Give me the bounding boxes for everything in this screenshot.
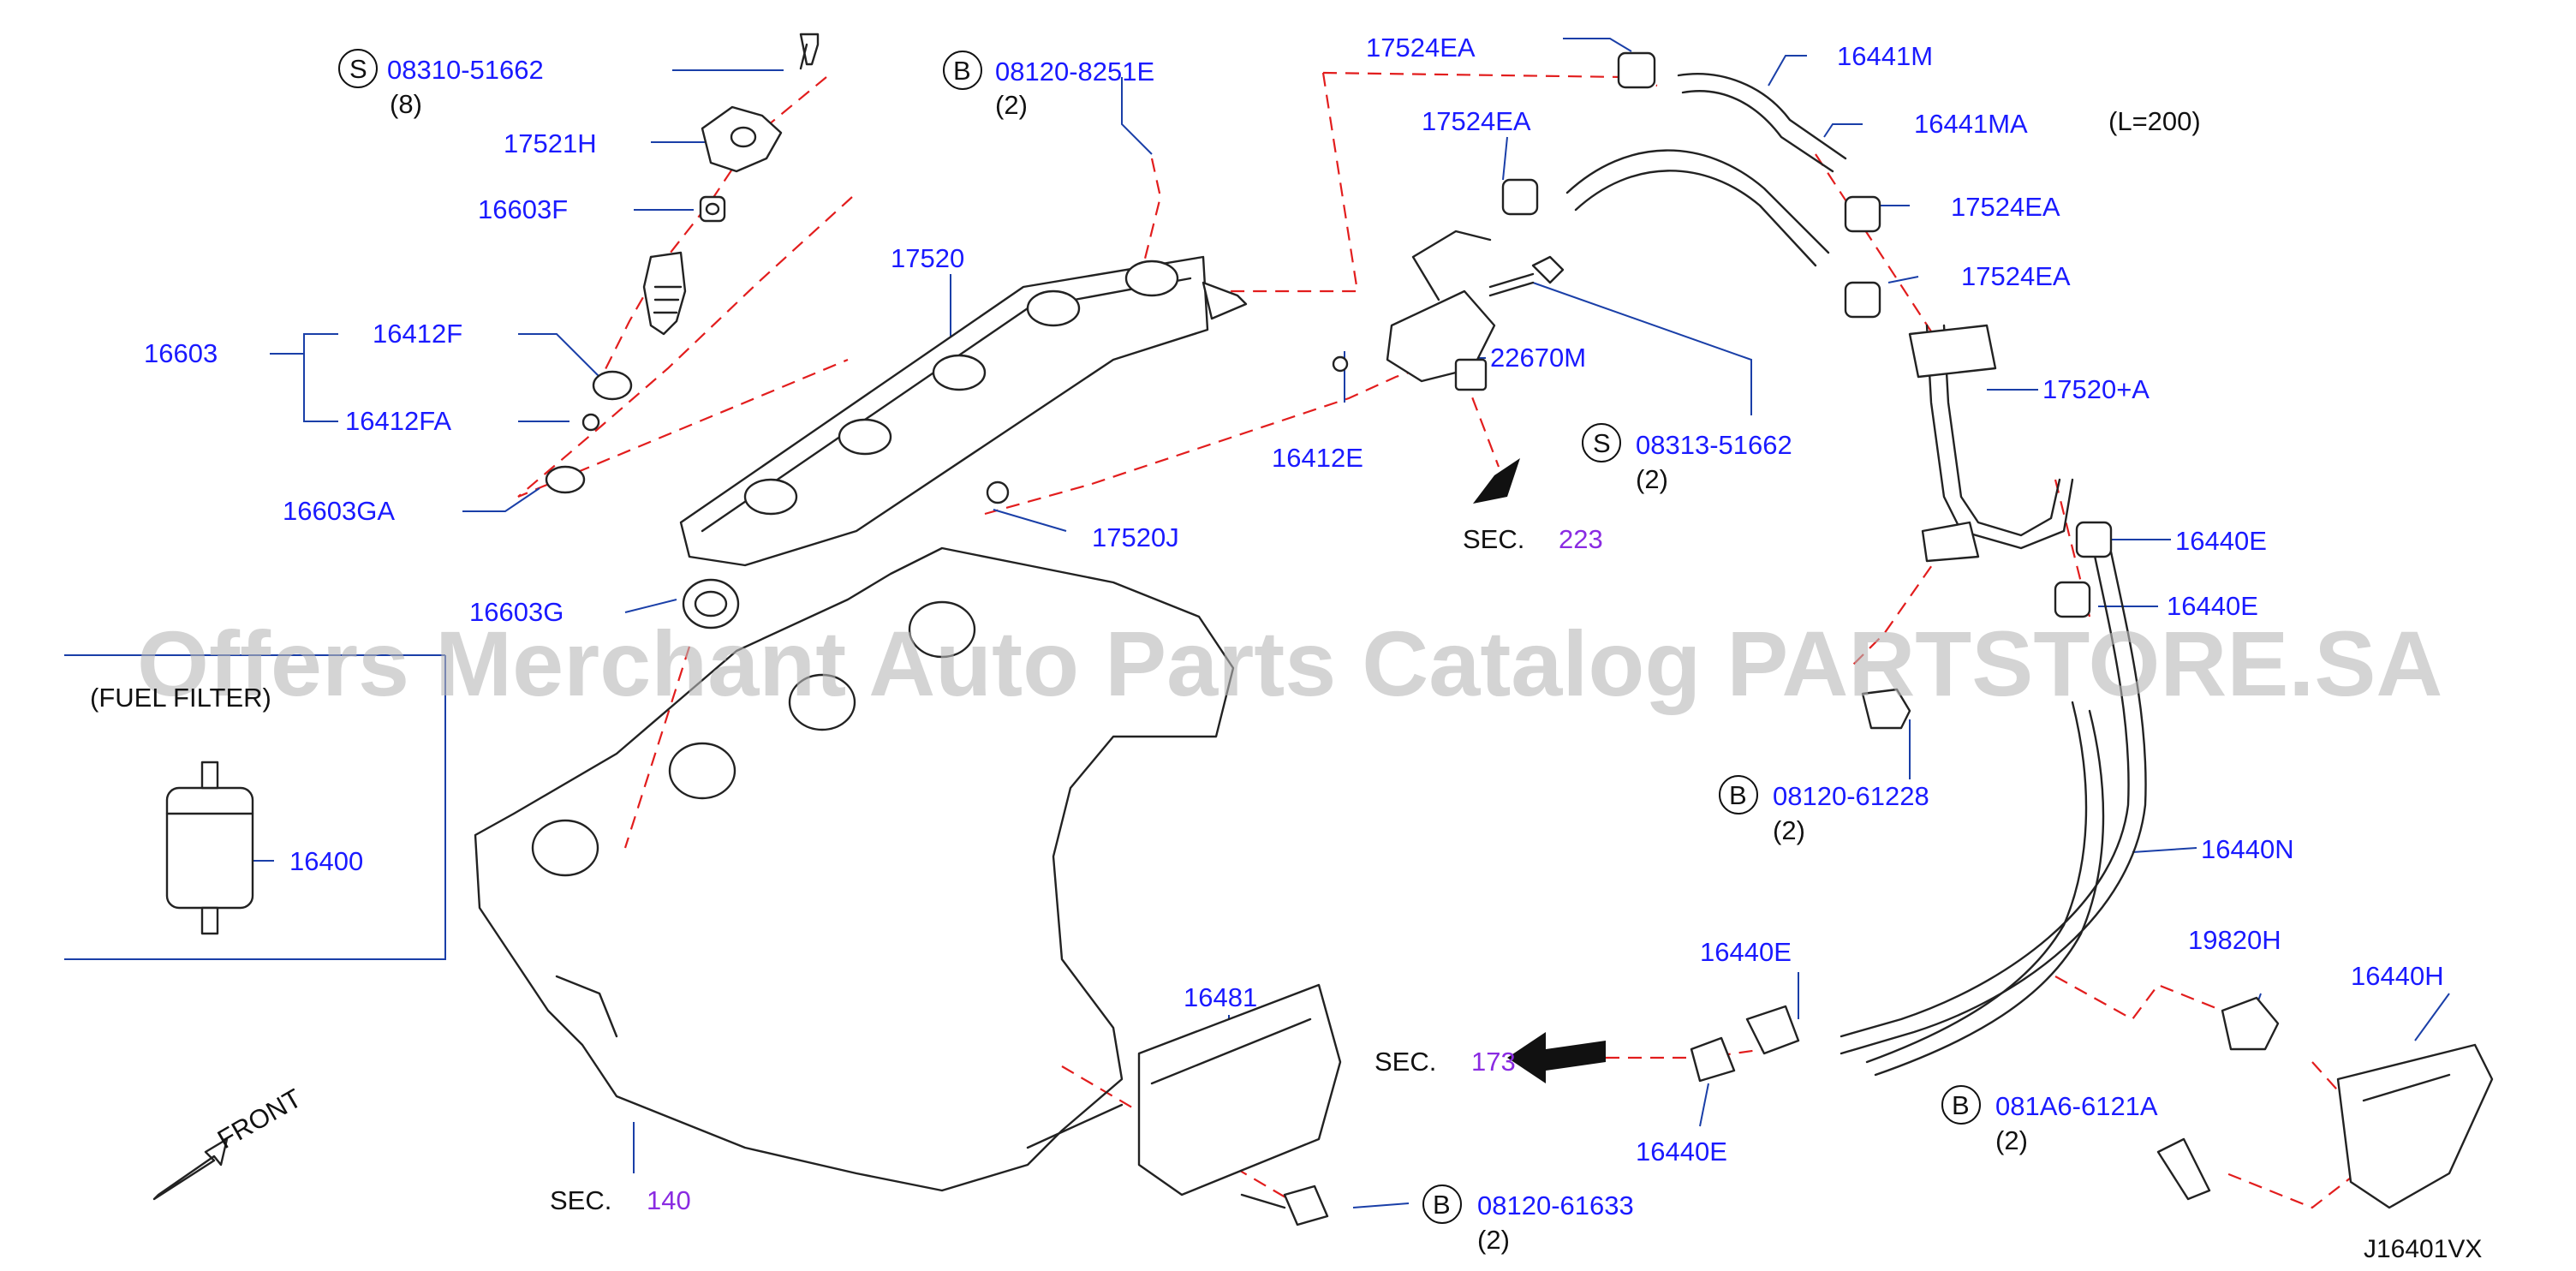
part-label-16441m: 16441M (1837, 41, 1933, 71)
s-bolt-mark-1 (338, 49, 378, 88)
sec-223-word: SEC. (1463, 524, 1524, 554)
qty-081a6: (2) (1995, 1125, 2028, 1155)
part-label-17520: 17520 (891, 243, 964, 273)
s-bolt-mark-2 (1582, 423, 1621, 462)
sec-140-word: SEC. (550, 1185, 611, 1215)
qty-08120-8251e: (2) (995, 90, 1028, 120)
b-bolt-letter-4: B (1433, 1190, 1451, 1220)
b-bolt-mark-1 (943, 51, 982, 90)
diagram-code: J16401VX (2364, 1235, 2482, 1263)
fuel-rail (679, 255, 1248, 567)
part-label-08313-51662: 08313-51662 (1636, 430, 1792, 460)
fuel-hoses (1501, 51, 1881, 319)
b-bolt-mark-2 (1719, 775, 1758, 815)
part-label-16440e-4: 16440E (1636, 1137, 1727, 1167)
pressure-regulator (1332, 230, 1565, 391)
b-bolt-letter-2: B (1729, 780, 1747, 810)
part-label-16481: 16481 (1184, 982, 1257, 1012)
part-label-16441ma: 16441MA (1914, 109, 2028, 139)
part-label-08120-8251e: 08120-8251E (995, 57, 1154, 87)
part-label-16440h: 16440H (2351, 961, 2444, 991)
fuel-filter (165, 761, 254, 935)
s-bolt-letter-1: S (349, 54, 367, 84)
part-label-16412fa: 16412FA (345, 406, 451, 436)
b-bolt-mark-3 (1941, 1085, 1981, 1125)
part-label-16400: 16400 (289, 846, 363, 876)
sec-223-number: 223 (1559, 524, 1603, 554)
part-label-08310-51662: 08310-51662 (387, 55, 544, 85)
part-label-16440e-2: 16440E (2167, 591, 2258, 621)
fuel-filter-caption: (FUEL FILTER) (90, 683, 271, 713)
part-label-16603ga: 16603GA (283, 496, 395, 526)
watermark-text: Offers Merchant Auto Parts Catalog PARTS… (137, 612, 2442, 715)
part-label-08120-61633: 08120-61633 (1477, 1190, 1634, 1220)
part-label-16440n: 16440N (2201, 834, 2294, 864)
part-label-22670m: 22670M (1490, 343, 1586, 373)
part-label-19820h: 19820H (2188, 925, 2281, 955)
b-bolt-letter-3: B (1952, 1090, 1970, 1120)
part-label-081a6-6121a: 081A6-6121A (1995, 1091, 2158, 1121)
part-label-17524ea-4: 17524EA (1961, 261, 2071, 291)
part-labels: S 08310-51662 (8) 17521H 16603F 16603 16… (90, 33, 2482, 1263)
length-note: (L=200) (2108, 106, 2201, 136)
part-label-16603f: 16603F (478, 194, 568, 224)
part-label-16440e-3: 16440E (1700, 937, 1792, 967)
sec-173-number: 173 (1471, 1047, 1516, 1077)
part-label-17524ea-3: 17524EA (1951, 192, 2060, 222)
qty-08313: (2) (1636, 464, 1668, 494)
part-label-16603g: 16603G (469, 597, 564, 627)
front-label: FRONT (212, 1083, 307, 1155)
part-label-16440e-1: 16440E (2175, 526, 2267, 556)
fuel-tube-assembly (1690, 324, 2147, 1083)
part-label-16412f: 16412F (373, 319, 462, 349)
brackets-and-bolts (1137, 688, 2494, 1226)
b-bolt-mark-4 (1422, 1184, 1462, 1224)
part-label-17520j: 17520J (1092, 522, 1179, 552)
part-label-16412e: 16412E (1272, 443, 1363, 473)
sec-173-word: SEC. (1374, 1047, 1436, 1077)
qty-08120-61228: (2) (1773, 815, 1805, 845)
s-bolt-letter-2: S (1593, 428, 1611, 458)
part-label-17521h: 17521H (504, 128, 597, 158)
part-label-17524ea-2: 17524EA (1422, 106, 1531, 136)
qty-08310: (8) (390, 89, 422, 119)
part-label-16603: 16603 (144, 338, 218, 368)
injector-stack (545, 33, 820, 630)
b-bolt-letter-1: B (953, 56, 971, 86)
part-label-08120-61228: 08120-61228 (1773, 781, 1929, 811)
sec-140-number: 140 (647, 1185, 691, 1215)
direction-arrows (152, 458, 1606, 1201)
part-label-17524ea-1: 17524EA (1366, 33, 1476, 63)
qty-08120-61633: (2) (1477, 1225, 1510, 1255)
intake-manifold (474, 546, 1235, 1192)
part-label-17520a: 17520+A (2042, 374, 2150, 404)
